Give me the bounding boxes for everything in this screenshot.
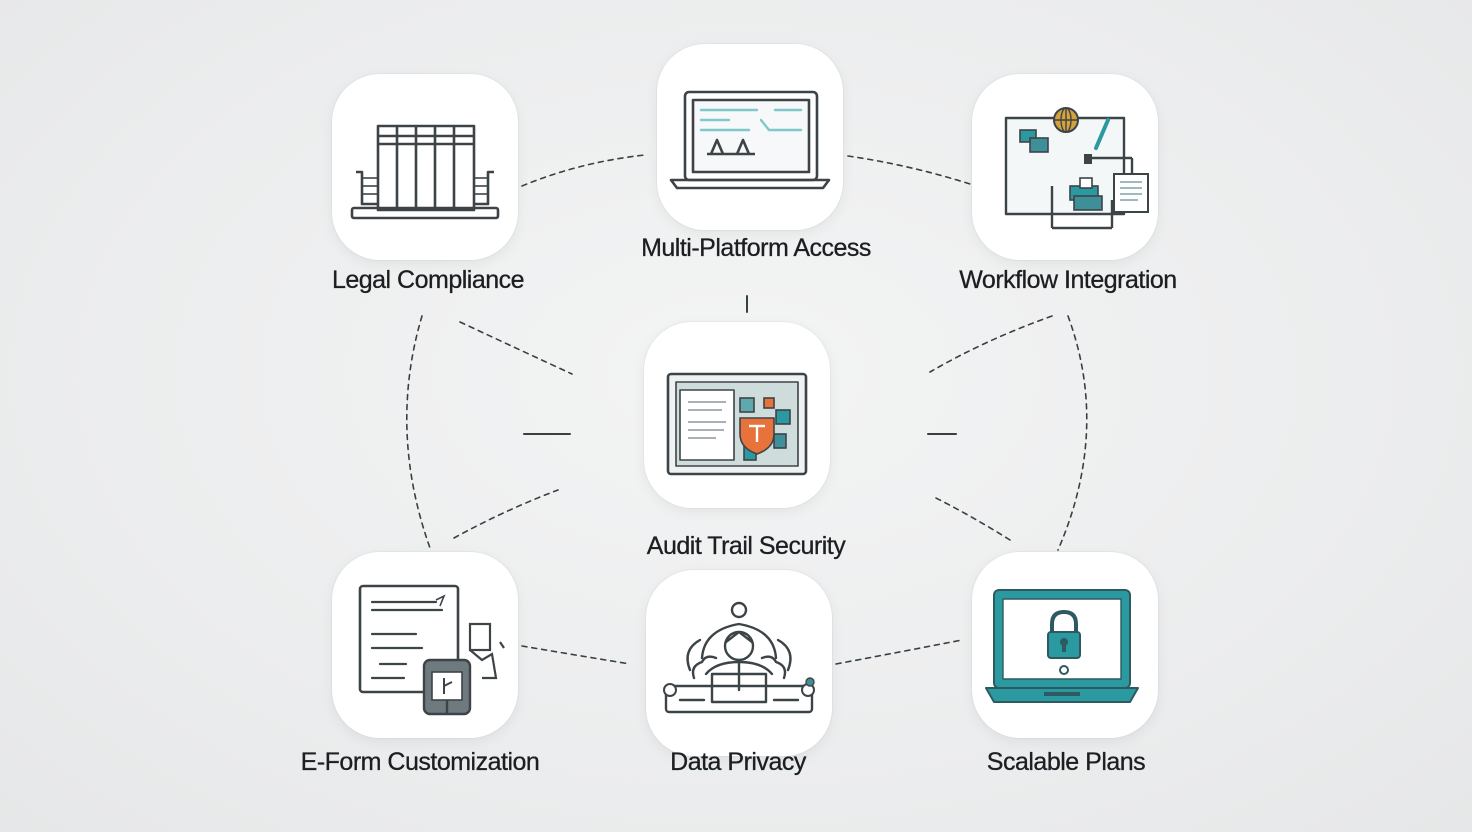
document-icon: [1113, 173, 1149, 213]
connector-eform-privacy: [521, 645, 631, 665]
audit-trail-label: Audit Trail Security: [646, 532, 846, 560]
shield-document-icon: [666, 372, 808, 476]
connector-workflow-audit: [929, 315, 1053, 373]
legal-compliance-label: Legal Compliance: [331, 266, 525, 294]
shield-icon: [739, 417, 775, 455]
multi-platform-label: Multi-Platform Access: [641, 234, 872, 262]
person-privacy-icon: [663, 601, 815, 714]
stamp-icon: [422, 658, 472, 716]
connector-privacy-scalable: [835, 639, 963, 665]
data-privacy-label: Data Privacy: [670, 748, 807, 776]
legal-compliance-node[interactable]: [332, 74, 518, 260]
stack-icon: [1069, 177, 1103, 211]
form-icon: [358, 584, 505, 716]
connector-legal-platform: [521, 154, 646, 187]
workflow-icon: [1004, 107, 1149, 230]
connector-legal-audit: [459, 321, 573, 375]
scalable-node[interactable]: [972, 552, 1158, 738]
connector-eform-audit: [453, 489, 559, 539]
connector-scalable-audit: [931, 495, 1011, 541]
laptop-icon: [669, 90, 831, 190]
globe-icon: [1053, 107, 1079, 133]
eform-node[interactable]: [332, 552, 518, 738]
multi-platform-node[interactable]: [657, 44, 843, 230]
workflow-label: Workflow Integration: [959, 266, 1177, 294]
teal-folder-icon: [1019, 129, 1049, 153]
eform-label: E-Form Customization: [300, 748, 540, 776]
lock-screen-icon: [985, 589, 1139, 703]
connector-workflow-scalable: [1057, 315, 1088, 551]
connector-platform-workflow: [847, 155, 971, 185]
connector-legal-eform: [405, 315, 431, 549]
data-privacy-node[interactable]: [646, 570, 832, 756]
bookshelf-icon: [350, 124, 500, 220]
scalable-label: Scalable Plans: [986, 748, 1146, 776]
pen-icon: [1094, 118, 1110, 150]
workflow-node[interactable]: [972, 74, 1158, 260]
padlock-icon: [1047, 609, 1081, 675]
audit-trail-node[interactable]: [644, 322, 830, 508]
